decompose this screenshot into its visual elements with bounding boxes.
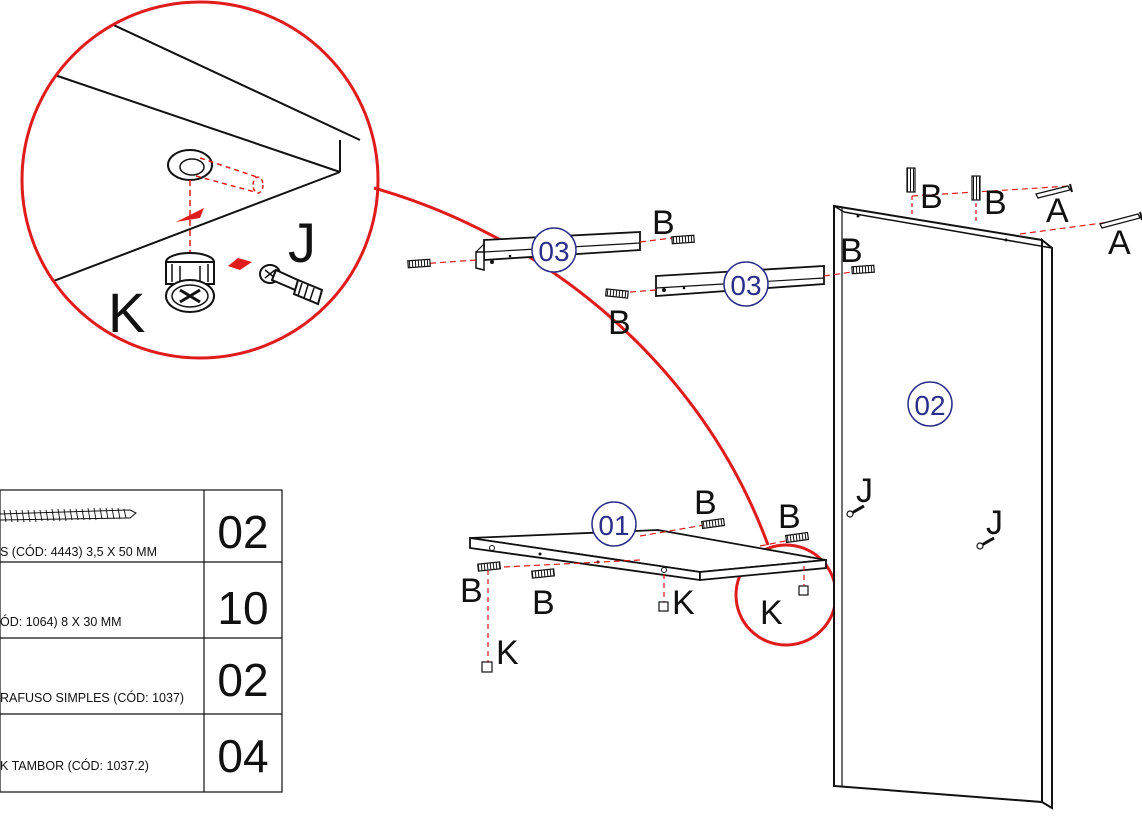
- part-label-01: 01: [591, 501, 637, 547]
- label-j: J: [856, 472, 873, 510]
- cam-k-icon: [481, 661, 493, 673]
- parts-row-2-description: ÓD: 1064) 8 X 30 MM: [0, 614, 122, 629]
- dowel-icon: [701, 517, 726, 530]
- dowel-icon: [671, 234, 695, 245]
- label-k: K: [672, 584, 695, 622]
- label-b: B: [608, 304, 631, 342]
- screw-icon: [0, 507, 137, 523]
- label-b: B: [984, 184, 1007, 222]
- callout-connector: [373, 186, 770, 546]
- label-b: B: [778, 498, 801, 536]
- parts-row-1-quantity: 02: [217, 506, 268, 558]
- parts-row-1-description: S (CÓD: 4443) 3,5 X 50 MM: [0, 544, 157, 559]
- dowel-icon: [604, 288, 629, 299]
- label-k: K: [496, 634, 519, 672]
- shelf-01: [469, 529, 827, 582]
- parts-row-4-quantity: 04: [217, 730, 268, 782]
- bolt-icon: [259, 264, 324, 306]
- dowel-icon: [906, 167, 916, 193]
- label-a: A: [1046, 192, 1069, 230]
- label-k: K: [760, 594, 783, 632]
- label-a: A: [1108, 224, 1131, 262]
- bolt-j-icon: [976, 536, 995, 550]
- screw-a1-icon: [1035, 183, 1073, 199]
- callout-label-j: J: [288, 211, 316, 274]
- svg-text:03: 03: [730, 270, 761, 301]
- dowel-icon: [531, 568, 556, 579]
- part-label-03-top: 03: [531, 227, 577, 273]
- dowel-icon: [851, 264, 875, 275]
- svg-text:02: 02: [914, 390, 945, 421]
- callout-label-k: K: [108, 281, 145, 344]
- part-label-03-mid: 03: [723, 261, 769, 307]
- svg-text:03: 03: [538, 236, 569, 267]
- label-b: B: [920, 178, 943, 216]
- dowel-icon: [477, 561, 502, 572]
- label-b: B: [652, 204, 675, 242]
- bolt-j-icon: [846, 504, 865, 518]
- dowel-icon: [971, 175, 981, 201]
- cam-lock-icon: [165, 252, 215, 313]
- side-panel: [833, 204, 1053, 810]
- parts-list-table: S (CÓD: 4443) 3,5 X 50 MM 02 ÓD: 1064) 8…: [0, 489, 283, 793]
- dowel-icon: [407, 258, 431, 269]
- parts-row-3-quantity: 02: [217, 654, 268, 706]
- dowel-icon: [785, 531, 810, 544]
- part-label-02: 02: [907, 381, 953, 427]
- label-b: B: [840, 232, 863, 270]
- detail-callout: K J: [20, 0, 380, 360]
- label-b: B: [694, 484, 717, 522]
- parts-row-2-quantity: 10: [217, 582, 268, 634]
- parts-row-3-description: RAFUSO SIMPLES (CÓD: 1037): [0, 690, 184, 705]
- label-j: J: [986, 504, 1003, 542]
- label-b: B: [460, 572, 483, 610]
- svg-text:01: 01: [598, 510, 629, 541]
- cam-k-icon: [798, 585, 809, 596]
- cam-k-icon: [658, 601, 669, 612]
- parts-row-4-description: K TAMBOR (CÓD: 1037.2): [0, 758, 149, 773]
- label-b: B: [532, 584, 555, 622]
